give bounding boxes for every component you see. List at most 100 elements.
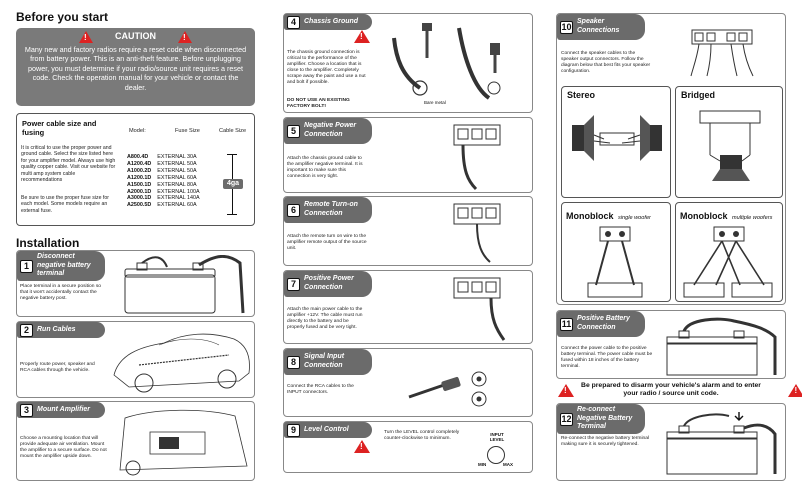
- config-title: Stereo: [567, 90, 596, 100]
- car-illustration: [113, 333, 250, 393]
- step-text: Attach the chassis ground cable to the a…: [287, 156, 363, 179]
- before-title: Before you start: [16, 10, 109, 24]
- step-title: Level Control: [304, 425, 349, 433]
- power-cable-title: Power cable size and fusing: [22, 119, 97, 137]
- step-3: 3 Mount Amplifier Choose a mounting locat…: [16, 401, 255, 481]
- step-title: Positive Power Connection: [304, 275, 354, 291]
- mono-single-diagram: [587, 226, 643, 298]
- config-title: Monoblock: [680, 211, 728, 221]
- step-text: Properly route power, speaker and RCA ca…: [20, 362, 95, 373]
- step-title: Re-connect Negative Battery Terminal: [577, 406, 633, 431]
- warning-icon: [79, 31, 93, 43]
- warning-icon: [354, 30, 370, 43]
- step-text: Turn the LEVEL control completely counte…: [384, 430, 460, 441]
- config-subtitle: single woofer: [617, 215, 651, 221]
- step-number: 7: [287, 277, 300, 291]
- ground-illustration: [392, 23, 501, 100]
- warning-icon: [178, 31, 192, 43]
- step-7: 7 Positive Power Connection Attach the ma…: [283, 270, 533, 344]
- step-10: 10 Speaker Connections Connect the speake…: [556, 13, 786, 305]
- warning-icon: [354, 440, 370, 453]
- gauge-badge: 4ga: [223, 179, 243, 189]
- warning-icon: [558, 384, 574, 397]
- knob-label: INPUT LEVEL: [489, 432, 505, 443]
- fuse-cell: EXTERNAL 50A: [157, 167, 197, 174]
- step-warning: DO NOT USE AN EXISTING FACTORY BOLT!: [287, 98, 350, 109]
- step-text: The chassis ground connection is critica…: [287, 50, 366, 85]
- step-number: 2: [20, 323, 33, 337]
- battery-illustration: [124, 255, 245, 314]
- step-title: Disconnect negative battery terminal: [37, 253, 91, 278]
- fuse-cell: EXTERNAL 50A: [157, 160, 197, 167]
- step-text: Choose a mounting location that will pro…: [20, 436, 107, 459]
- model-cell: A2000.1D: [127, 188, 152, 195]
- step-title: Signal Input Connection: [304, 353, 345, 369]
- col-model: Model:: [129, 128, 146, 134]
- alarm-text: Be prepared to disarm your vehicle's ala…: [581, 382, 761, 397]
- installation-title: Installation: [16, 236, 80, 250]
- step-title: Chassis Ground: [304, 17, 359, 25]
- step-2: 2 Run Cables Properly route power, speake…: [16, 321, 255, 398]
- config-title: Monoblock: [566, 211, 614, 221]
- battery-illustration: [666, 317, 777, 376]
- warning-icon: [788, 384, 802, 397]
- terminal-illustration: [453, 124, 501, 191]
- fuse-cell: EXTERNAL 100A: [157, 188, 200, 195]
- bracket-cap: [227, 154, 237, 155]
- fuse-cell: EXTERNAL 60A: [157, 202, 197, 209]
- knob-max: MAX: [503, 462, 513, 467]
- fuse-cell: EXTERNAL 60A: [157, 174, 197, 181]
- step-5: 5 Negative Power Connection Attach the ch…: [283, 117, 533, 193]
- step-number: 11: [560, 317, 573, 331]
- model-cell: A800.4D: [127, 154, 149, 160]
- step-number: 3: [20, 403, 33, 417]
- config-bridged: Bridged: [675, 86, 783, 198]
- caution-text: Many new and factory radios require a re…: [24, 45, 247, 92]
- bracket-top: [232, 154, 233, 180]
- fuse-text: Be sure to use the proper fuse size for …: [21, 195, 109, 214]
- terminal-illustration: [453, 277, 506, 341]
- fuse-cell: EXTERNAL 80A: [157, 181, 197, 188]
- col-cable: Cable Size: [219, 128, 247, 134]
- step-title: Speaker Connections: [577, 18, 620, 34]
- mono-multi-diagram: [683, 226, 773, 298]
- config-subtitle: multiple woofers: [731, 215, 773, 221]
- config-mono-multi: Monoblock multiple woofers: [675, 202, 783, 302]
- speaker-terminal-illustration: [690, 29, 754, 77]
- step-title: Negative Power Connection: [304, 122, 357, 138]
- spec-row: A2000.1D EXTERNAL 100A: [124, 189, 203, 196]
- step-text: Attach the main power cable to the ampli…: [287, 307, 363, 330]
- step-number: 8: [287, 355, 300, 369]
- col-fuse: Fuse Size: [175, 128, 200, 134]
- step-text: Connect the speaker cables to the speake…: [561, 51, 651, 74]
- model-cell: A1000.2D: [127, 167, 152, 174]
- level-knob: [487, 446, 505, 464]
- config-title: Bridged: [681, 90, 716, 100]
- step-title: Mount Amplifier: [37, 405, 91, 413]
- step-title: Run Cables: [37, 325, 76, 333]
- step-number: 1: [20, 259, 33, 273]
- battery-illustration: [666, 412, 777, 475]
- rca-illustration: [408, 371, 487, 407]
- bracket-cap: [227, 214, 237, 215]
- stereo-diagram: [572, 115, 662, 161]
- power-cable-text: It is critical to use the proper power a…: [21, 145, 116, 184]
- step-number: 5: [287, 124, 300, 138]
- step-number: 10: [560, 20, 573, 34]
- config-stereo: Stereo: [561, 86, 671, 198]
- step-number: 9: [287, 423, 300, 437]
- spec-row: A1200.4D EXTERNAL 50A: [124, 161, 203, 168]
- model-cell: A1200.4D: [127, 160, 152, 167]
- power-cable-panel: Power cable size and fusing It is critic…: [16, 113, 255, 226]
- model-cell: A1500.1D: [127, 181, 152, 188]
- step-text: Attach the remote turn on wire to the am…: [287, 234, 367, 251]
